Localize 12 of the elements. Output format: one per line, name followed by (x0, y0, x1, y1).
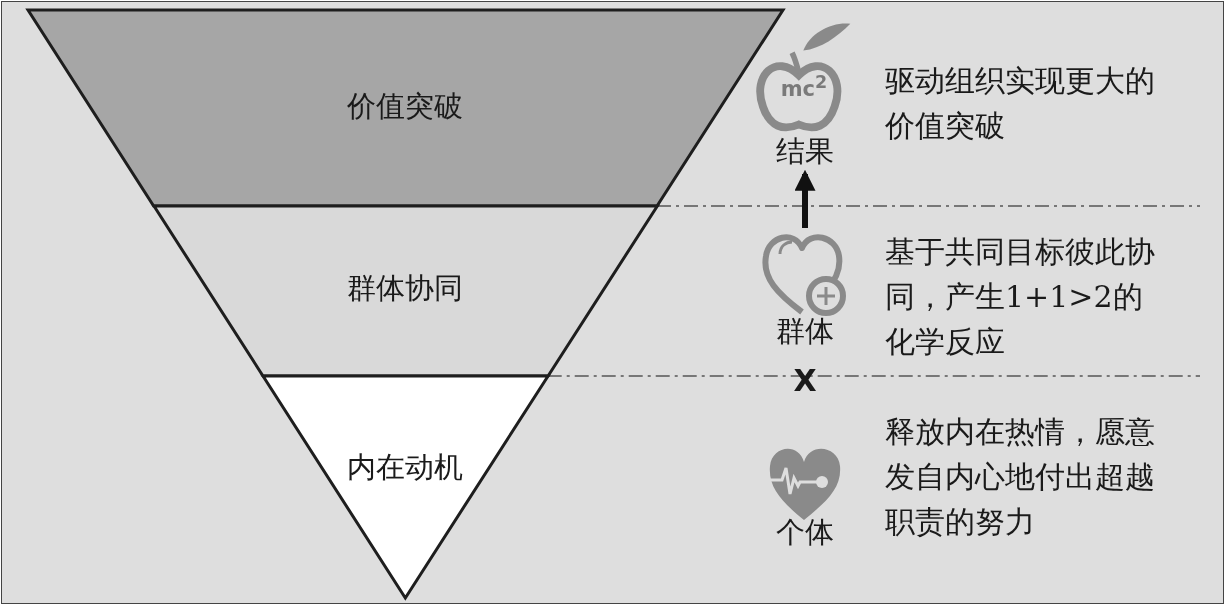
description-text: 基于共同目标彼此协同，产生1+1>2的化学反应 (885, 233, 1156, 361)
level-label: 群体协同 (347, 270, 463, 307)
level-name: 结果 (776, 133, 834, 170)
description-text: 驱动组织实现更大的价值突破 (885, 62, 1156, 145)
level-label: 内在动机 (347, 449, 463, 486)
arrow (794, 169, 816, 228)
level-name: 群体 (776, 313, 834, 350)
level-name: 个体 (776, 514, 834, 551)
cross-mark: X (793, 362, 817, 398)
level-label: 价值突破 (347, 88, 463, 125)
description-text: 释放内在热情，愿意发自内心地付出超越职责的努力 (885, 413, 1156, 541)
formula-label: mc$^{2}$ (780, 71, 828, 101)
